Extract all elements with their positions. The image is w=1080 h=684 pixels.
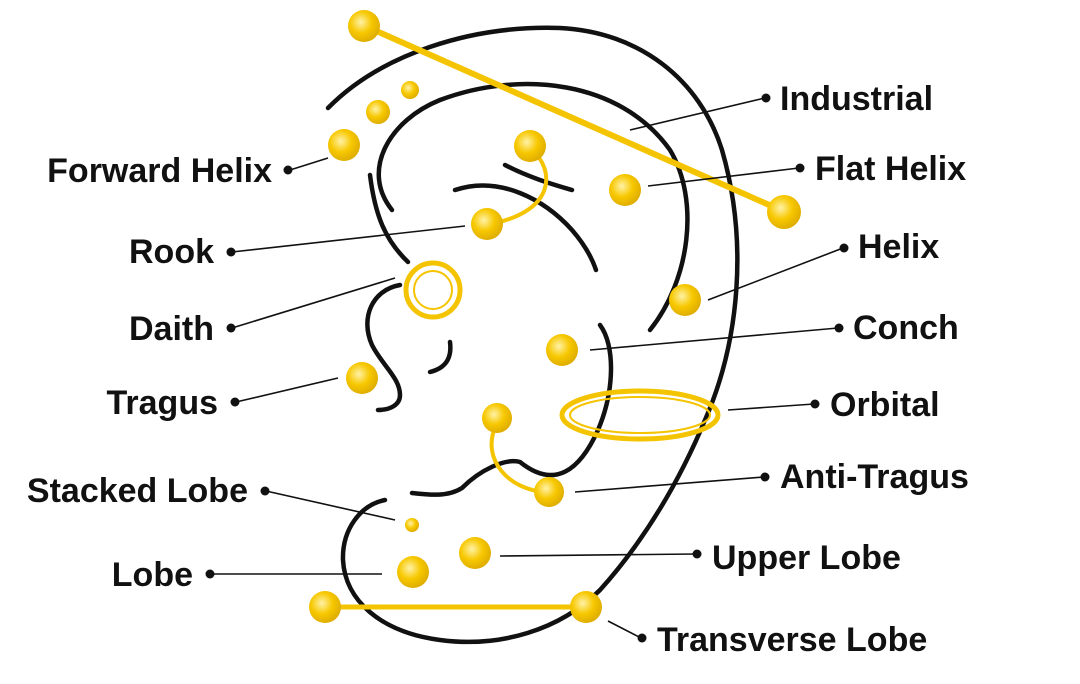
antihelix-lower	[502, 162, 575, 193]
upper-lobe-stud	[459, 537, 491, 569]
forward-helix-stud-large	[328, 129, 360, 161]
label-transverse-lobe: Transverse Lobe	[657, 621, 927, 659]
anti-tragus-bead-top	[482, 403, 512, 433]
daith-ring-inner	[413, 270, 453, 310]
dot-forward-helix	[283, 165, 293, 175]
jewellery	[309, 10, 801, 623]
transverse-lobe-bead-left	[309, 591, 341, 623]
label-anti-tragus: Anti-Tragus	[780, 458, 969, 496]
dot-industrial	[761, 93, 771, 103]
leader-orbital	[727, 403, 815, 411]
daith-ring	[403, 260, 463, 320]
dot-tragus	[230, 397, 240, 407]
label-lobe: Lobe	[112, 556, 193, 594]
leader-conch	[589, 327, 839, 351]
leader-rook	[231, 225, 466, 253]
leader-industrial	[629, 97, 766, 131]
transverse-lobe-bead-right	[570, 591, 602, 623]
leader-tragus	[235, 377, 339, 403]
crus-curve	[409, 322, 614, 497]
label-conch: Conch	[853, 309, 959, 347]
label-forward-helix: Forward Helix	[47, 152, 272, 190]
leader-flat-helix	[647, 167, 800, 187]
leader-transverse-lobe	[607, 620, 642, 639]
ear-fold-left	[367, 172, 411, 265]
tragus-curve	[365, 282, 403, 413]
industrial-bead-right	[767, 195, 801, 229]
anti-tragus-bead-bottom	[534, 477, 564, 507]
helix-stud	[669, 284, 701, 316]
dot-helix	[839, 243, 849, 253]
flat-helix-stud	[609, 174, 641, 206]
ear-inner-helix	[376, 81, 690, 333]
orbital-ring	[559, 388, 721, 442]
orbital-ring-inner	[569, 396, 711, 434]
label-rook: Rook	[129, 233, 214, 271]
dot-rook	[226, 247, 236, 257]
antitragus-mark	[427, 339, 453, 375]
dot-stacked-lobe	[260, 486, 270, 496]
lobe-stud	[397, 556, 429, 588]
label-industrial: Industrial	[780, 80, 933, 118]
label-helix: Helix	[858, 228, 939, 266]
label-tragus: Tragus	[107, 384, 218, 422]
forward-helix-stud-small	[401, 81, 419, 99]
industrial-bead-left	[348, 10, 380, 42]
label-daith: Daith	[129, 310, 214, 348]
anti-tragus-barbell	[489, 424, 546, 494]
leader-stacked-lobe	[265, 490, 396, 521]
dot-upper-lobe	[692, 549, 702, 559]
leader-anti-tragus	[574, 476, 765, 493]
dot-daith	[226, 323, 236, 333]
antihelix-upper	[452, 183, 599, 273]
tragus-stud	[346, 362, 378, 394]
leader-upper-lobe	[499, 553, 697, 557]
label-flat-helix: Flat Helix	[815, 150, 966, 188]
forward-helix-stud-medium	[366, 100, 390, 124]
leader-helix	[707, 247, 844, 301]
dot-orbital	[810, 399, 820, 409]
dot-conch	[834, 323, 844, 333]
leader-lines	[205, 93, 849, 643]
conch-stud	[546, 334, 578, 366]
labels: Forward Helix Rook Daith Tragus Stacked …	[27, 80, 969, 659]
label-upper-lobe: Upper Lobe	[712, 539, 901, 577]
label-stacked-lobe: Stacked Lobe	[27, 472, 248, 510]
industrial-bar	[362, 23, 788, 215]
rook-bead-top	[514, 130, 546, 162]
dot-flat-helix	[795, 163, 805, 173]
leader-daith	[231, 277, 396, 329]
dot-lobe	[205, 569, 215, 579]
dot-anti-tragus	[760, 472, 770, 482]
stacked-lobe-stud	[405, 518, 419, 532]
label-orbital: Orbital	[830, 386, 940, 424]
leader-forward-helix	[289, 157, 329, 171]
dot-transverse-lobe	[637, 633, 647, 643]
rook-bead-bottom	[471, 208, 503, 240]
